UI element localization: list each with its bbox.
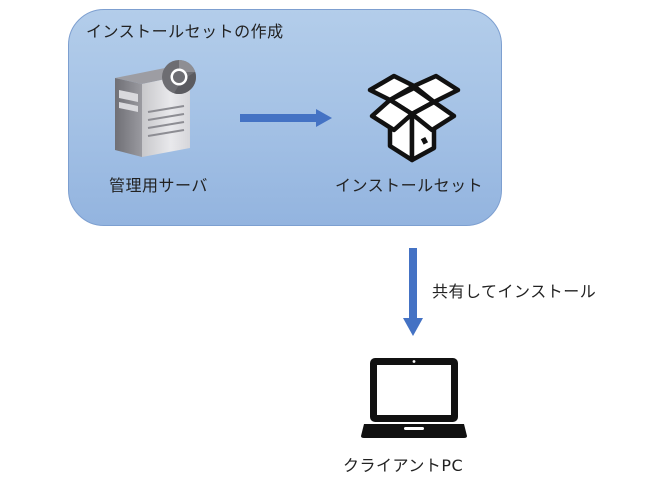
chrome-icon — [162, 60, 196, 95]
share-arrow — [403, 248, 423, 336]
server-icon — [115, 68, 190, 157]
create-arrow — [240, 109, 332, 127]
client-pc-label: クライアントPC — [343, 456, 464, 475]
share-install-label: 共有してインストール — [432, 282, 597, 301]
server-label: 管理用サーバ — [109, 176, 208, 195]
group-title: インストールセットの作成 — [86, 22, 284, 41]
laptop-icon — [361, 358, 467, 438]
install-set-label: インストールセット — [335, 176, 484, 195]
package-box-icon — [367, 73, 461, 163]
